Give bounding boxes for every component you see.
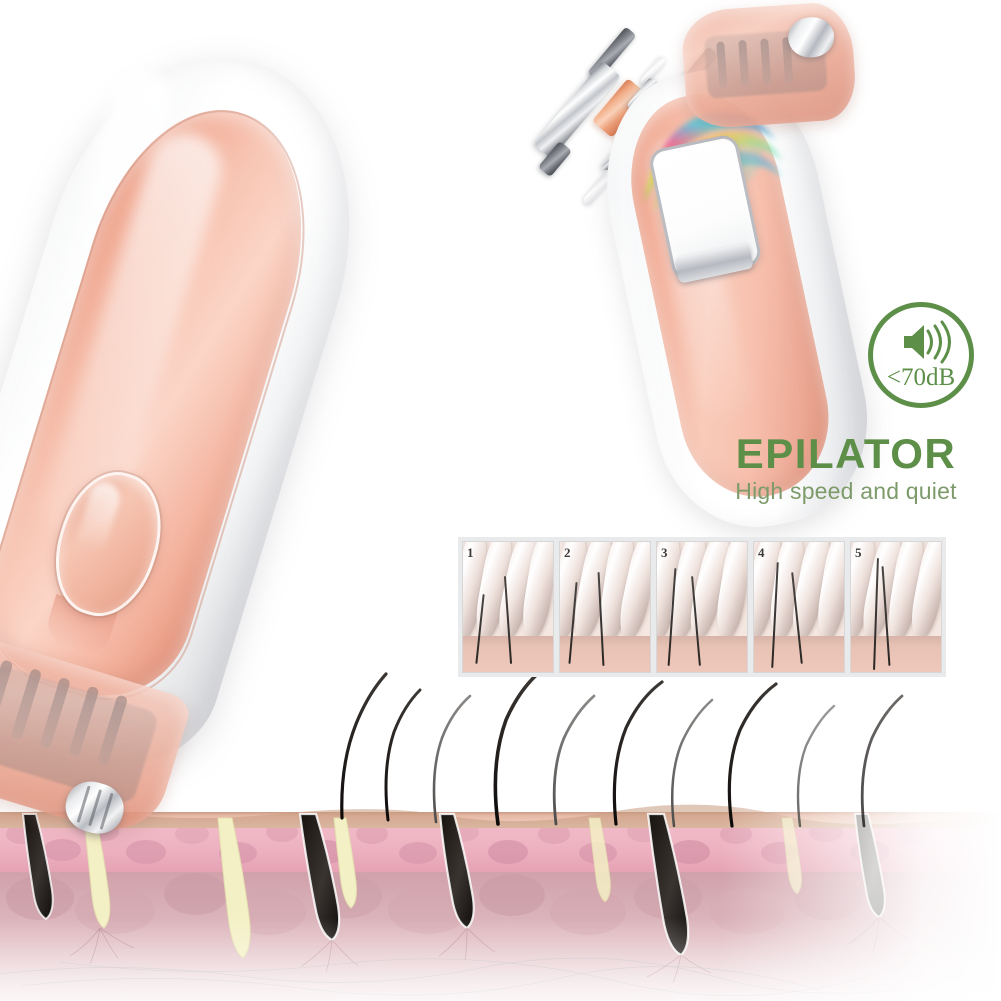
button-highlight <box>74 479 124 555</box>
disc-line-3 <box>99 792 114 830</box>
sequence-panel: 5 <box>851 542 941 672</box>
db-label: <70dB <box>886 364 956 391</box>
badge-ring <box>868 302 974 408</box>
page-subtitle: High speed and quiet <box>735 478 957 504</box>
noise-level-badge: <70dB <box>868 302 974 408</box>
page-title: EPILATOR <box>735 430 957 477</box>
disc-line-1 <box>76 785 91 823</box>
skin-cross-section <box>0 798 1001 1001</box>
hair-strands-group <box>330 668 1001 828</box>
panel-number: 2 <box>564 545 571 560</box>
sequence-panel: 3 <box>657 542 747 672</box>
detached-head-cap[interactable] <box>680 0 858 131</box>
sequence-panel: 4 <box>754 542 844 672</box>
panel-number: 1 <box>467 545 474 560</box>
panel-number: 4 <box>758 545 765 560</box>
speaker-waves-icon <box>904 320 951 364</box>
sequence-panel: 1 <box>463 542 553 672</box>
sequence-panel: 2 <box>560 542 650 672</box>
panel-number: 3 <box>661 545 668 560</box>
panel-number: 5 <box>855 545 862 560</box>
disc-line-2 <box>88 789 103 827</box>
hair-grip-sequence: 1 2 3 <box>458 537 946 677</box>
